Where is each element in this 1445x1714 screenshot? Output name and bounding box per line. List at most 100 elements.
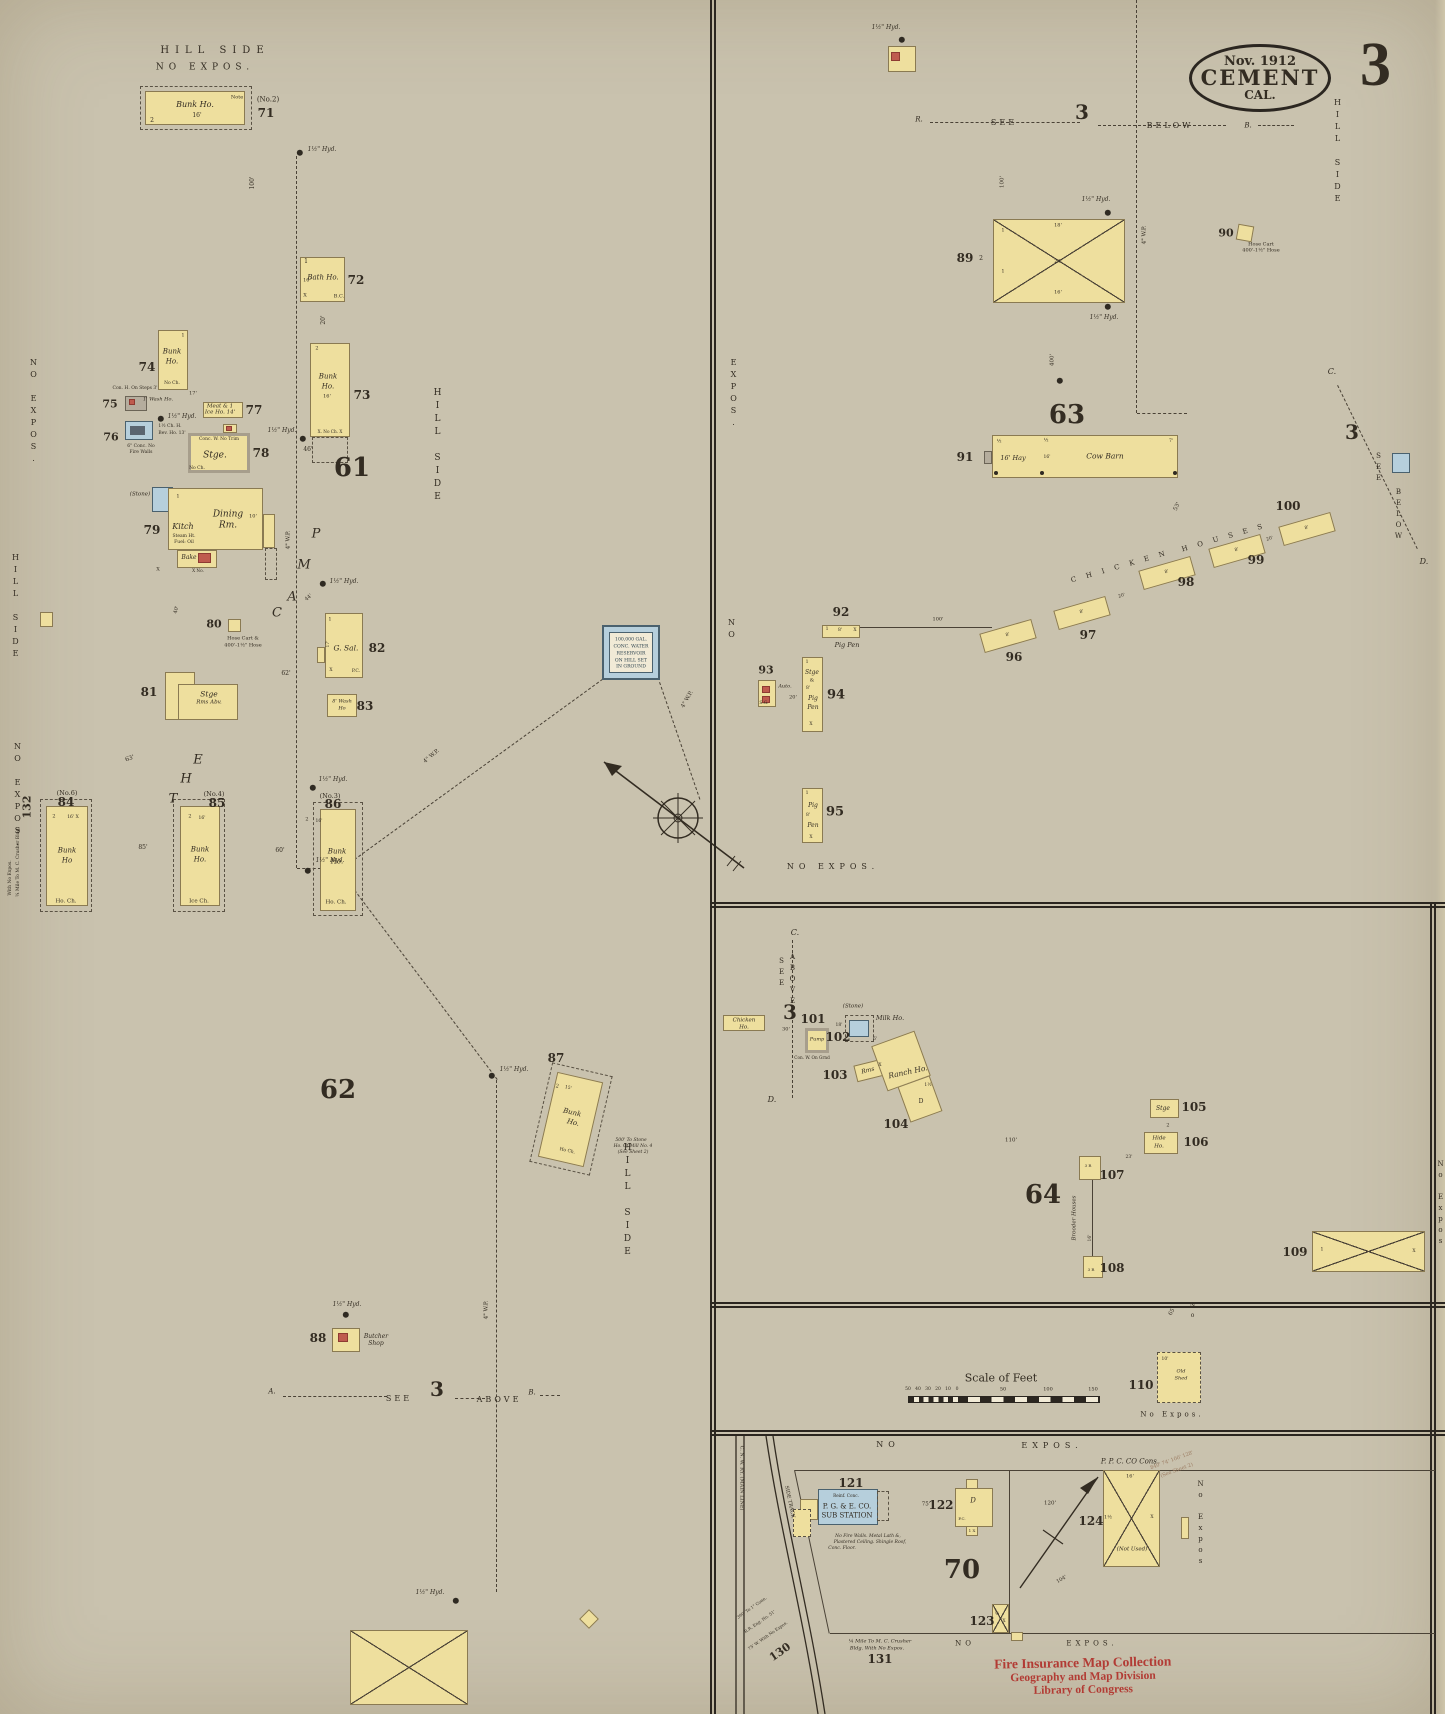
map-label: H [180, 771, 192, 787]
map-label: SUB STATION [821, 1511, 873, 1520]
map-label: D [918, 1098, 924, 1105]
map-label: T [168, 791, 178, 807]
map-label: 123 [969, 1614, 995, 1628]
building [198, 553, 211, 563]
building [993, 219, 1125, 303]
map-label: C [272, 605, 282, 621]
map-label: 4" W.P. [483, 1300, 490, 1320]
map-label: X [878, 1062, 882, 1068]
map-label: Ho. [739, 1024, 749, 1031]
hydrant-dot [342, 1311, 350, 1319]
map-label: Fire Walls [129, 449, 153, 455]
hydrant-dot [304, 867, 312, 875]
map-label: Con. W. On Grnd [794, 1054, 830, 1060]
map-label: No Expos. [1140, 1410, 1204, 1419]
map-label: P.C. [351, 668, 361, 674]
map-label: Fuel: Oil [174, 539, 194, 545]
map-label: 77 [245, 403, 263, 417]
map-label: 95 [825, 804, 845, 820]
map-label: Ho. [1154, 1143, 1164, 1150]
boundary-line [830, 1633, 1435, 1634]
map-label: 23' [1125, 1154, 1133, 1160]
map-label: HILL SIDE [622, 1143, 633, 1260]
building [1181, 1517, 1189, 1539]
map-label: SIDE TRACK [783, 1485, 796, 1519]
map-label: SEE [385, 1394, 413, 1403]
map-label: Ho. [193, 855, 207, 864]
map-label: 4" W.P. [1141, 225, 1148, 245]
map-label: Bev. Ho. 13' [158, 430, 186, 436]
map-label: 8' Wash [332, 698, 352, 705]
map-label: 102 [825, 1030, 851, 1044]
building [168, 488, 263, 550]
map-label: (Stone) [842, 1003, 864, 1010]
page-edge-shading [1435, 0, 1445, 1714]
building [1150, 1099, 1179, 1118]
map-label: Rms Abv. [196, 699, 222, 706]
map-label: Reinf. Conc. [833, 1492, 859, 1498]
map-label: (No.6) [56, 788, 78, 797]
map-label: 107 [1099, 1168, 1125, 1182]
map-label: 70 [943, 1555, 981, 1585]
map-label: 76 [103, 430, 119, 444]
map-label: 1 [181, 332, 185, 339]
map-label: 96 [1005, 650, 1023, 664]
dashed-line [930, 122, 1080, 123]
map-label: 86 [324, 797, 342, 811]
map-label: A [287, 589, 297, 605]
scale-bar-fine-divisions [909, 1397, 958, 1402]
map-label: 4" W.P. [422, 748, 441, 765]
map-label: 20' [320, 315, 327, 325]
map-label: 16' Hay [1000, 453, 1026, 462]
title-state: CAL. [1244, 87, 1276, 102]
hydrant-dot [157, 415, 165, 423]
map-label: 98 [1177, 575, 1195, 589]
building [338, 1333, 348, 1342]
sheet-number: 3 [1360, 31, 1391, 99]
map-label: X [1150, 1514, 1154, 1520]
map-label: 93 [758, 663, 774, 677]
map-label: S.G. [759, 700, 769, 706]
map-label: 63 [1048, 400, 1086, 430]
map-label: 85' [138, 844, 148, 851]
railroad-tracks [735, 1435, 826, 1714]
map-label: Rm. [218, 520, 238, 531]
building [173, 799, 225, 912]
map-label: 2 [1166, 1122, 1170, 1129]
map-label: Old [1176, 1368, 1186, 1375]
dashed-line [540, 1395, 560, 1396]
map-label: (Stone) [129, 491, 151, 498]
map-label: 16' [315, 818, 323, 824]
map-label: 100,000 GAL. [615, 637, 647, 643]
map-label: 1½" Hyd. [307, 146, 337, 153]
building [849, 1020, 869, 1037]
map-label: 72 [347, 273, 365, 287]
map-label: 105 [1181, 1100, 1207, 1114]
map-label: X [1412, 1248, 1416, 1254]
dashed-line [1098, 125, 1226, 126]
map-label: 10 [945, 1386, 951, 1392]
map-label: Stge. [203, 450, 227, 461]
map-label: Milk Ho. [875, 1013, 905, 1022]
map-label: 1½ [1103, 1514, 1113, 1521]
map-label: M [297, 557, 311, 573]
map-label: 73 [353, 388, 371, 402]
compass-rose-icon [603, 761, 745, 872]
map-label: A. [268, 1387, 276, 1396]
building [40, 799, 92, 912]
map-label: 92 [832, 605, 850, 619]
map-label: X [809, 834, 813, 840]
map-label: 30' [782, 1026, 790, 1033]
hydrant-dot [319, 580, 327, 588]
map-label: 82 [368, 641, 386, 655]
map-label: 1½" Hyd. [167, 413, 197, 420]
map-label: 103 [822, 1068, 848, 1082]
hydrant-dot [994, 471, 998, 475]
map-label: 17' [325, 640, 331, 648]
hydrant-dot [1104, 209, 1112, 217]
map-label: (No.3) [319, 791, 341, 800]
building [579, 1609, 599, 1629]
building [955, 1488, 993, 1527]
